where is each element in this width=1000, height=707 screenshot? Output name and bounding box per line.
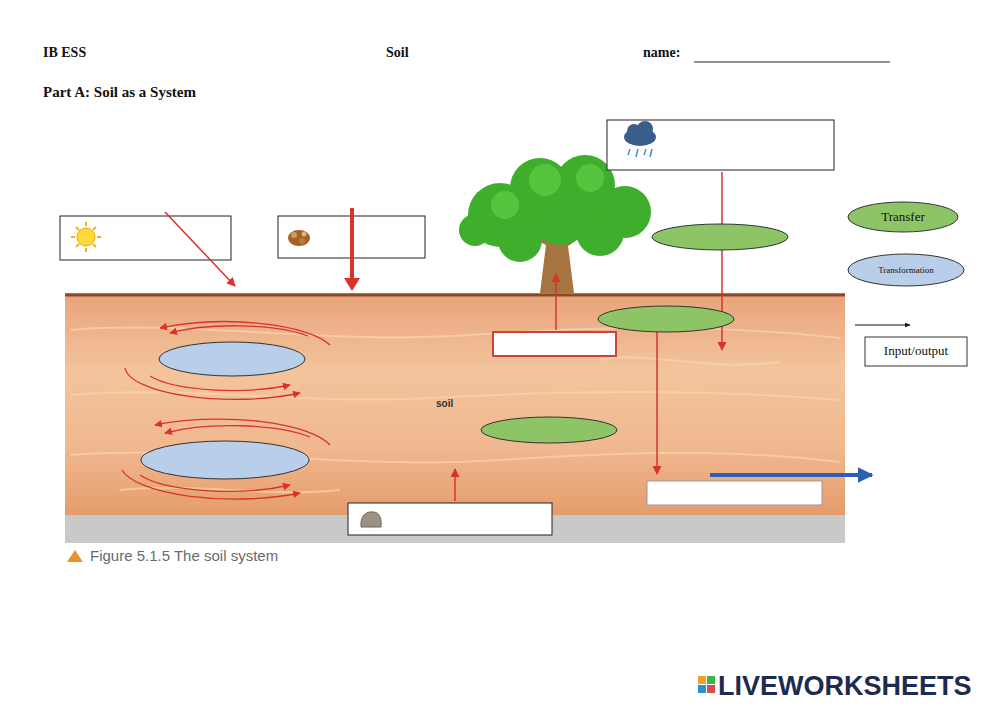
legend-arrow-sample	[855, 325, 910, 326]
header-name-field: name:	[643, 45, 680, 61]
legend-box	[865, 337, 967, 366]
cycle-arrow	[122, 322, 330, 499]
soil-layer	[65, 293, 845, 515]
soil-label: soil	[436, 398, 453, 410]
caption-marker	[67, 550, 83, 562]
empty-answer-box	[60, 120, 834, 535]
legend-text: Transformation	[878, 265, 934, 275]
figure-caption: Figure 5.1.5 The soil system	[90, 547, 278, 564]
rock-icon	[361, 512, 381, 527]
legend-text: Input/output	[884, 344, 948, 359]
litter-icon	[288, 230, 310, 246]
name-underline	[694, 62, 890, 63]
empty-answer-box	[493, 332, 616, 356]
sun-icon	[71, 222, 101, 252]
ground-surface	[65, 294, 845, 297]
header-topic: Soil	[386, 45, 409, 61]
header-course: IB ESS	[43, 45, 86, 61]
flow-arrowhead	[344, 278, 360, 291]
empty-transformation-ellipse	[141, 342, 309, 479]
soil-streaks	[70, 328, 840, 493]
flow-arrow	[350, 208, 354, 282]
tree	[459, 155, 651, 293]
legend-swatch	[848, 202, 958, 232]
rain-cloud-icon	[624, 121, 656, 157]
section-title: Part A: Soil as a System	[43, 84, 196, 101]
legend-text: Transfer	[881, 210, 925, 225]
empty-transfer-ellipse	[481, 224, 788, 443]
watermark-logo	[698, 676, 715, 693]
legend-swatch	[848, 254, 964, 286]
watermark: LIVEWORKSHEETS	[718, 671, 972, 702]
leaching-arrow	[710, 473, 872, 477]
